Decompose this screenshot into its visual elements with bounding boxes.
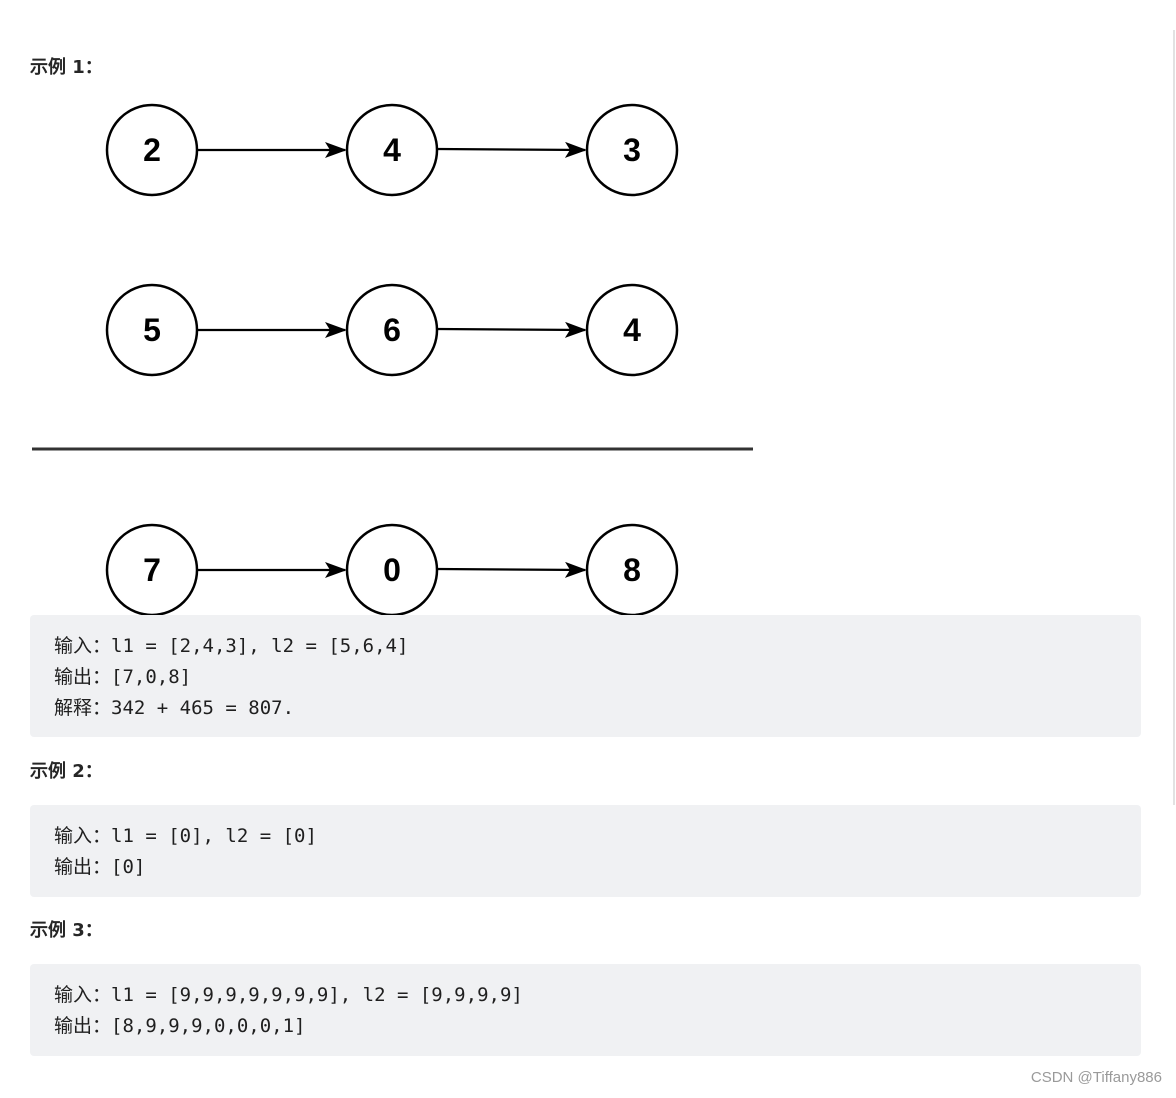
input-label: 输入： [54,635,112,657]
list-node: 5 [105,283,199,377]
example-3-code-block: 输入：l1 = [9,9,9,9,9,9,9], l2 = [9,9,9,9] … [30,964,1141,1056]
node-value: 6 [383,312,401,348]
list-node: 0 [345,523,439,617]
example-2-title: 示例 2： [30,761,103,782]
code-line: 输出：[7,0,8] [54,662,1117,693]
list-node: 4 [345,103,439,197]
node-value: 3 [623,132,641,168]
list-node: 4 [585,283,679,377]
explanation-label: 解释： [54,697,112,719]
input-value: l1 = [2,4,3], l2 = [5,6,4] [111,635,409,657]
explanation-value: 342 + 465 = 807. [111,697,295,719]
node-value: 5 [143,312,161,348]
input-value: l1 = [0], l2 = [0] [111,825,317,847]
scrollbar-track[interactable] [1173,30,1175,805]
watermark: CSDN @Tiffany886 [1030,1069,1162,1086]
list-node: 7 [105,523,199,617]
code-line: 输出：[8,9,9,9,0,0,0,1] [54,1011,1117,1042]
result-list: 7 0 8 [105,523,679,617]
code-line: 输出：[0] [54,852,1117,883]
node-value: 4 [383,132,401,168]
list-node: 8 [585,523,679,617]
output-value: [7,0,8] [111,666,192,688]
code-line: 输入：l1 = [9,9,9,9,9,9,9], l2 = [9,9,9,9] [54,980,1117,1011]
output-value: [8,9,9,9,0,0,0,1] [111,1015,306,1037]
arrow [436,321,587,338]
example-2-code-block: 输入：l1 = [0], l2 = [0] 输出：[0] [30,805,1141,897]
list-b: 5 6 4 [105,283,679,377]
list-node: 3 [585,103,679,197]
example-3-title: 示例 3： [30,920,103,941]
arrow [436,561,587,578]
linked-list-addition-diagram: 2 4 3 5 6 4 7 [32,103,753,617]
code-line: 输入：l1 = [0], l2 = [0] [54,821,1117,852]
example-1-code-block: 输入：l1 = [2,4,3], l2 = [5,6,4] 输出：[7,0,8]… [30,615,1141,737]
output-value: [0] [111,856,146,878]
node-value: 8 [623,552,641,588]
node-value: 7 [143,552,161,588]
list-a: 2 4 3 [105,103,679,197]
node-value: 2 [143,132,161,168]
input-label: 输入： [54,984,112,1006]
list-node: 2 [105,103,199,197]
node-value: 4 [623,312,641,348]
output-label: 输出： [54,856,112,878]
example-1-title: 示例 1： [30,57,103,78]
output-label: 输出： [54,666,112,688]
arrow [436,141,587,158]
node-value: 0 [383,552,401,588]
list-node: 6 [345,283,439,377]
code-line: 解释：342 + 465 = 807. [54,693,1117,724]
input-value: l1 = [9,9,9,9,9,9,9], l2 = [9,9,9,9] [111,984,523,1006]
output-label: 输出： [54,1015,112,1037]
input-label: 输入： [54,825,112,847]
code-line: 输入：l1 = [2,4,3], l2 = [5,6,4] [54,631,1117,662]
